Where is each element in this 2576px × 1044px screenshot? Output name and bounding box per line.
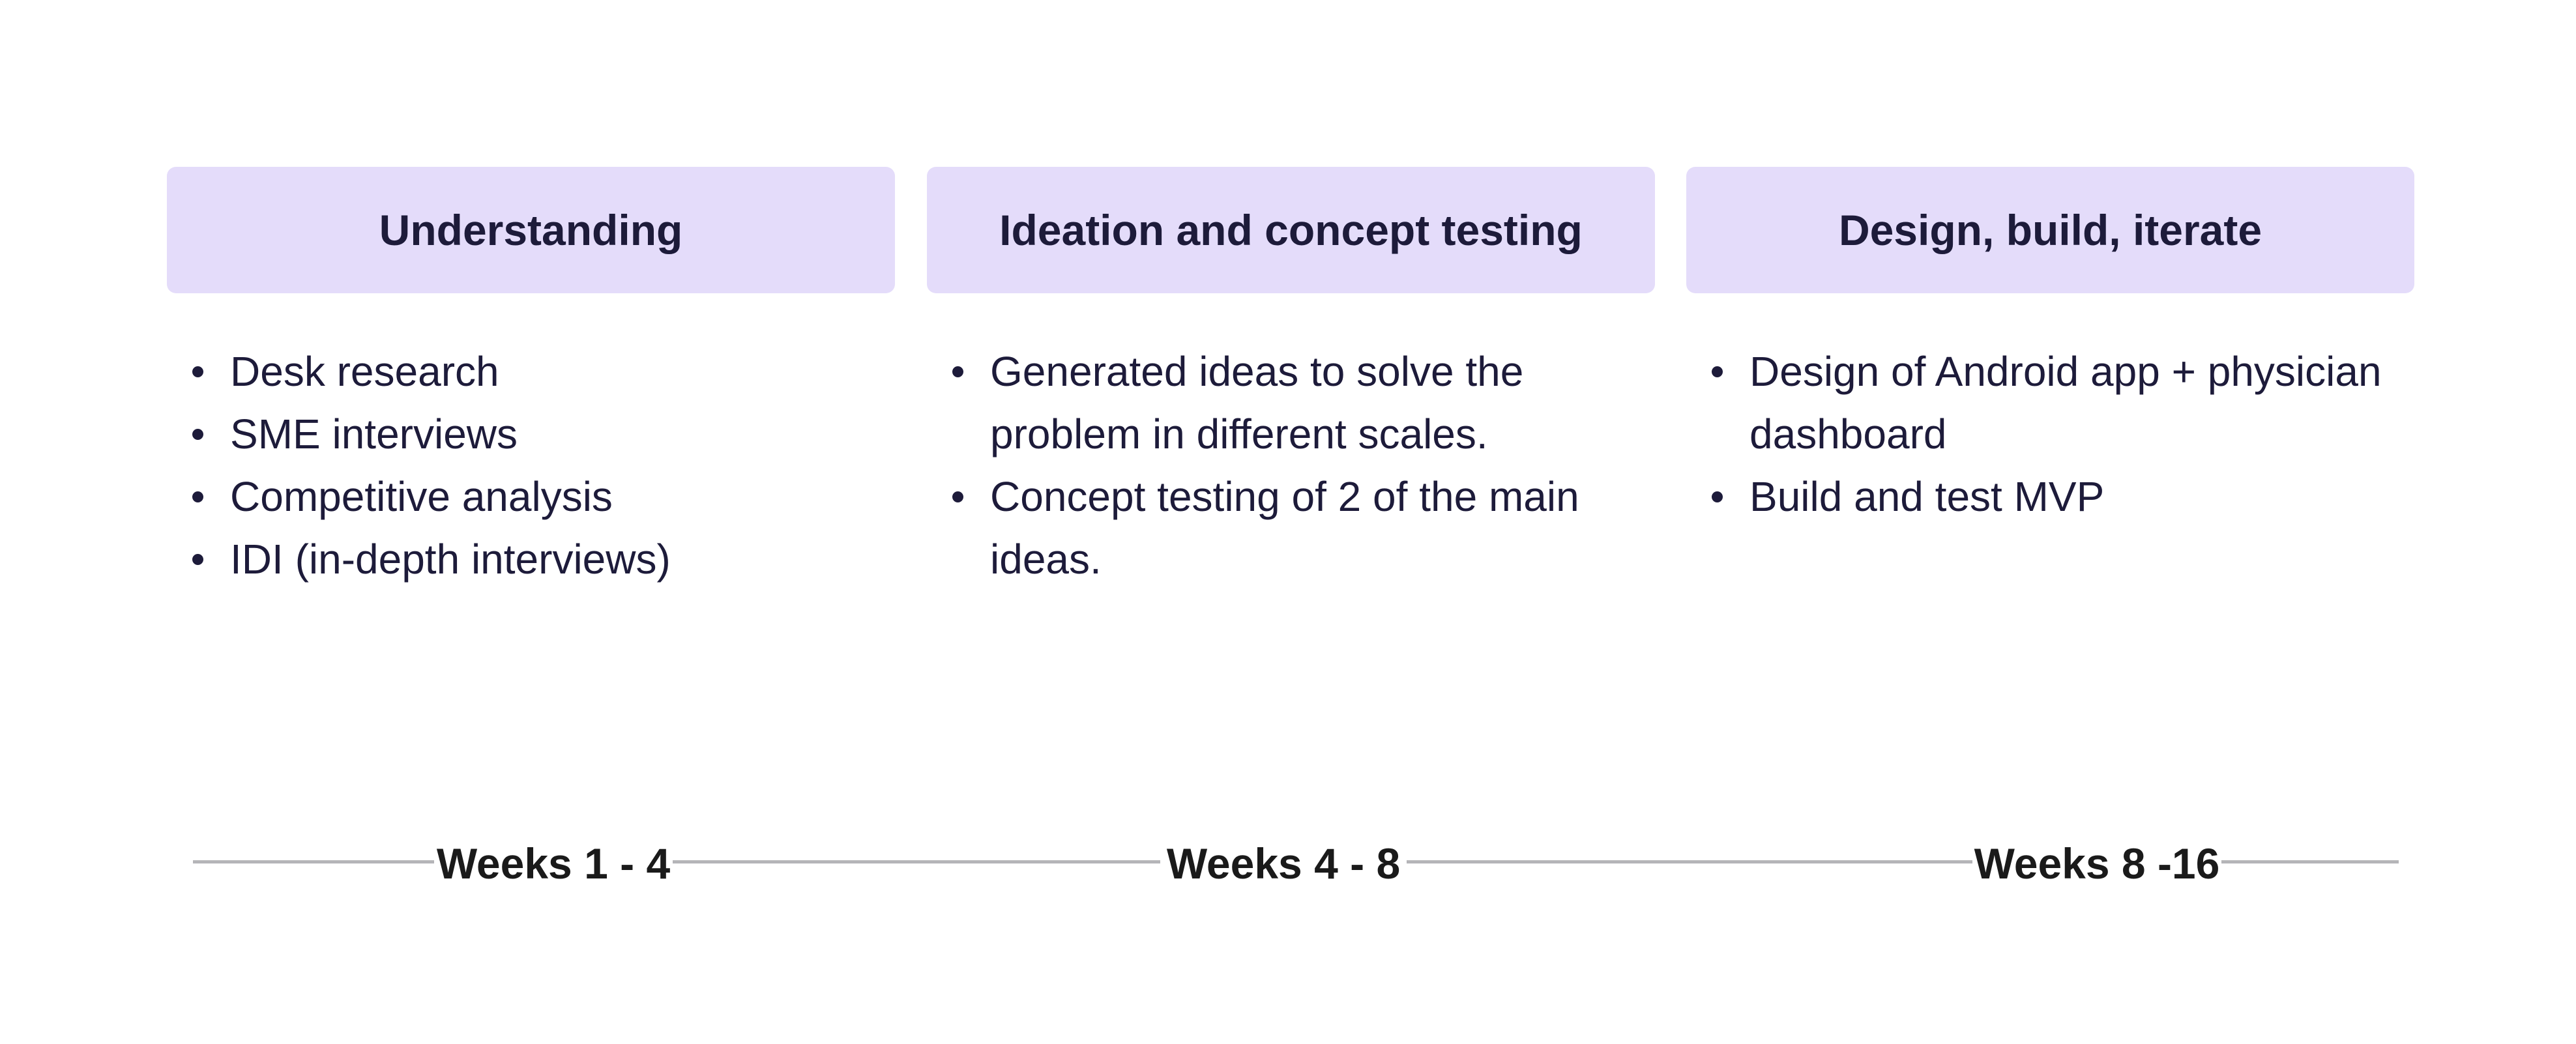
phase-list-design: Design of Android app + physician dashbo…: [1686, 340, 2414, 528]
list-item: Concept testing of 2 of the main ideas.: [952, 465, 1655, 590]
list-item: Design of Android app + physician dashbo…: [1712, 340, 2414, 465]
timeline-line-segment: [1407, 860, 1972, 863]
phase-title: Understanding: [379, 206, 683, 254]
timeline-label-weeks-8-16: Weeks 8 -16: [1974, 839, 2220, 888]
timeline-label-weeks-1-4: Weeks 1 - 4: [436, 839, 671, 888]
timeline-line-segment: [2221, 860, 2399, 863]
list-item: Desk research: [192, 340, 895, 403]
list-item: Generated ideas to solve the problem in …: [952, 340, 1655, 465]
phase-header-ideation: Ideation and concept testing: [927, 167, 1655, 293]
phase-header-design: Design, build, iterate: [1686, 167, 2414, 293]
phase-title: Ideation and concept testing: [999, 206, 1583, 254]
phase-list-understanding: Desk research SME interviews Competitive…: [167, 340, 895, 590]
phase-list-ideation: Generated ideas to solve the problem in …: [927, 340, 1655, 590]
list-item: Competitive analysis: [192, 465, 895, 528]
list-item: Build and test MVP: [1712, 465, 2414, 528]
phase-header-understanding: Understanding: [167, 167, 895, 293]
list-item: IDI (in-depth interviews): [192, 528, 895, 590]
timeline-line-segment: [673, 860, 1160, 863]
timeline-label-weeks-4-8: Weeks 4 - 8: [1166, 839, 1401, 888]
timeline-line-segment: [193, 860, 434, 863]
list-item: SME interviews: [192, 403, 895, 465]
phase-title: Design, build, iterate: [1838, 206, 2262, 254]
